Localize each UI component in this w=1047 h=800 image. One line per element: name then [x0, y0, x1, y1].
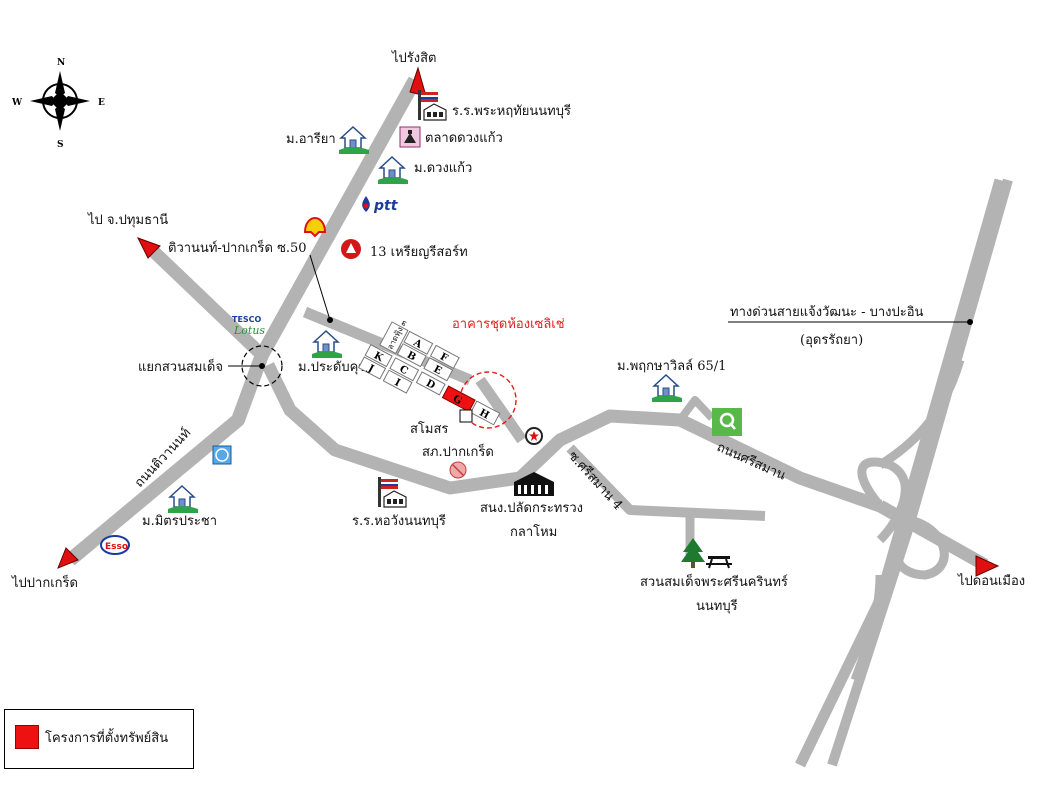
- label-to-rangsit: ไปรังสิต: [391, 50, 437, 66]
- label-to-pakkret: ไปปากเกร็ด: [11, 573, 78, 591]
- legend-swatch: [15, 725, 39, 749]
- tree-icon: [681, 538, 705, 568]
- q-house-logo-icon: [712, 408, 742, 436]
- road-to-pathum: [145, 243, 267, 360]
- legend-text: โครงการที่ตั้งทรัพย์สิน: [45, 731, 169, 746]
- callout-dot-expressway: [967, 319, 973, 325]
- block-a: [403, 330, 434, 355]
- road-condo-access: [475, 376, 527, 444]
- label-village-mitr: ม.มิตรประชา: [142, 514, 217, 529]
- compass-w: W: [11, 98, 23, 108]
- label-expressway-line2: (อุดรรัถยา): [800, 333, 863, 348]
- compass-n: N: [57, 58, 65, 68]
- police-icon: [449, 461, 467, 479]
- interchange-loop-left: [857, 457, 910, 544]
- house-icon: [311, 330, 343, 359]
- label-pool: สโมสร: [410, 421, 448, 437]
- label-village-duangkaew: ม.ดวงแก้ว: [414, 161, 472, 176]
- block-e: [423, 357, 454, 382]
- label-market-duangkaew: ตลาดดวงแก้ว: [425, 131, 503, 146]
- label-village-ariya: ม.อารียา: [286, 131, 336, 147]
- label-park-line1: สวนสมเด็จพระศรีนครินทร์: [640, 572, 788, 590]
- block-soi: [379, 321, 409, 355]
- label-tiwanon-soi50: ติวานนท์-ปากเกร็ด ซ.50: [168, 238, 307, 256]
- compass-e: E: [98, 98, 105, 108]
- interchange-loop-right: [891, 515, 949, 580]
- junction-dot: [259, 363, 265, 369]
- block-h: [470, 400, 501, 426]
- label-school-phrahathai: ร.ร.พระหฤทัยนนทบุรี: [452, 103, 571, 119]
- label-ministry-line2: กลาโหม: [510, 524, 557, 540]
- label-to-pathum: ไป จ.ปทุมธานี: [87, 212, 168, 228]
- house-icon: [651, 374, 683, 403]
- block-b: [396, 343, 427, 368]
- market-icon: [399, 126, 421, 148]
- interchange-ramp-lower: [850, 574, 885, 682]
- compass-rose: N S E W: [11, 58, 105, 150]
- label-block-j: J: [365, 363, 375, 376]
- label-police: สภ.ปากเกร็ด: [422, 442, 494, 460]
- label-to-donmueang: ไปดอนเมือง: [957, 573, 1025, 589]
- arrow-to-pathum: [136, 237, 161, 259]
- label-ministry-line1: สนง.ปลัดกระทรวง: [480, 501, 583, 516]
- label-condo: อาคารชุดห้องเซลิเช่: [452, 317, 565, 332]
- label-school-horwang: ร.ร.หอวังนนทบุรี: [352, 513, 446, 529]
- house-icon: [167, 485, 199, 514]
- shell-icon: [303, 216, 327, 238]
- esso-logo-icon: Esso: [100, 535, 130, 555]
- project-highlight-circle: [459, 371, 517, 429]
- ptt-logo-icon: ptt: [362, 196, 399, 214]
- label-lotus: Lotus: [233, 324, 265, 337]
- block-j: [357, 356, 387, 380]
- label-resort-13: 13 เหรียญรีสอร์ท: [370, 244, 468, 260]
- ministry-building-icon: [514, 472, 554, 496]
- road-network: [65, 76, 1013, 768]
- road-pruksa-branch: [676, 396, 715, 423]
- label-esso: Esso: [105, 542, 128, 552]
- road-srisaman4: [566, 444, 766, 521]
- house-icon: [338, 126, 370, 155]
- block-c: [389, 357, 420, 382]
- arrow-to-pakkret: [57, 547, 79, 569]
- label-ptt: ptt: [373, 198, 399, 214]
- label-park-line2: นนทบุรี: [696, 598, 738, 614]
- label-village-pruksa: ม.พฤกษาวิลล์ 65/1: [617, 358, 726, 374]
- arrow-to-donmueang: [975, 555, 1000, 577]
- label-block-h: H: [477, 407, 491, 421]
- resort-icon: [341, 239, 361, 259]
- junction-circle: [241, 345, 283, 387]
- legend-box: โครงการที่ตั้งทรัพย์สิน: [4, 709, 194, 769]
- school-icon: [417, 89, 447, 121]
- block-k: [364, 344, 393, 368]
- expressway-parallel: [827, 178, 1013, 767]
- block-i: [382, 369, 413, 394]
- label-yaek-suan: แยกสวนสมเด็จ: [138, 357, 223, 375]
- callout-line-soi50: [309, 254, 331, 321]
- picnic-table-icon: [706, 556, 732, 569]
- block-g-project: [441, 385, 476, 413]
- house-icon: [377, 156, 409, 185]
- road-tiwanon: [65, 76, 422, 566]
- label-block-i: I: [393, 377, 403, 389]
- tesco-lotus-logo: TESCO Lotus: [232, 315, 265, 337]
- compass-s: S: [57, 140, 64, 150]
- callout-dot-soi50: [327, 317, 333, 323]
- block-d: [415, 371, 446, 396]
- globe-icon: [212, 445, 232, 465]
- school-icon: [377, 476, 407, 508]
- texaco-icon: [525, 427, 543, 445]
- label-village-prasab: ม.ประดับคุข: [298, 360, 367, 375]
- block-f: [429, 344, 460, 369]
- label-block-f: F: [438, 351, 449, 364]
- label-expressway-line1: ทางด่วนสายแจ้งวัฒนะ - บางปะอิน: [730, 305, 924, 320]
- pool-square: [459, 409, 473, 423]
- label-tesco: TESCO: [232, 315, 262, 324]
- road-south-curve: [262, 362, 883, 513]
- interchange-ramp-upper: [877, 358, 965, 469]
